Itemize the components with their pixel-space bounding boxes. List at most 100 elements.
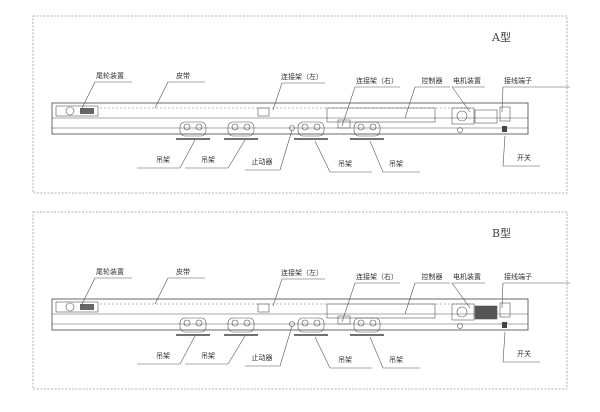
hanger-wheel-icon (369, 123, 377, 131)
hanger-1 (176, 317, 210, 336)
hanger-wheel-icon (313, 319, 321, 327)
hanger-3 (294, 121, 328, 140)
hanger-1 (176, 121, 210, 140)
tail-wheel-tensioner (80, 108, 94, 114)
leader-line (272, 278, 283, 307)
panel-frame (32, 211, 568, 390)
leader-line (154, 81, 169, 109)
leader-line (272, 82, 283, 111)
label-hanger-4: 吊架 (389, 160, 403, 168)
leader-line (154, 277, 169, 305)
hanger-wheel-icon (243, 319, 251, 327)
tail-wheel-icon (65, 106, 75, 116)
leader-line (369, 140, 384, 173)
label-hanger-4: 吊架 (389, 356, 403, 364)
label-tail-wheel: 尾轮装置 (96, 267, 124, 276)
hanger-wheel-icon (357, 123, 365, 131)
hanger-body (353, 317, 381, 333)
hanger-wheel-icon (195, 319, 203, 327)
hanger-wheel-icon (231, 123, 239, 131)
label-stopper: 止动器 (252, 353, 273, 362)
hanger-body (179, 317, 207, 333)
motor-pulley-icon (456, 306, 468, 318)
leader-line (451, 282, 471, 309)
hanger-body (297, 121, 325, 137)
label-controller: 控制器 (422, 76, 443, 85)
hanger-wheel-icon (183, 319, 191, 327)
motor-pulley-icon (456, 110, 468, 122)
connector-left-block (257, 303, 270, 313)
leader-line (502, 135, 506, 167)
hanger-4 (350, 317, 384, 336)
leader-line (179, 139, 196, 169)
hanger-body (227, 317, 255, 333)
panel-a: A型尾轮装置皮带连接架（左）连接架（右）控制器电机装置接线端子吊架吊架止动器吊架… (32, 15, 570, 194)
motor-gearbox (474, 305, 498, 320)
label-belt: 皮带 (176, 267, 190, 276)
label-hanger-1: 吊架 (156, 352, 170, 360)
motor-gearbox (474, 109, 498, 124)
tail-wheel-housing (55, 301, 99, 313)
leader-line (451, 86, 471, 113)
leader-line (227, 335, 246, 365)
leader-line (227, 139, 246, 169)
hanger-wheel-icon (183, 123, 191, 131)
leader-line (404, 86, 416, 119)
label-switch: 开关 (517, 349, 531, 358)
leader-line (79, 277, 96, 309)
leader-line (369, 336, 384, 369)
label-hanger-3: 吊架 (338, 160, 352, 168)
label-terminal: 接线端子 (504, 272, 532, 281)
label-hanger-1: 吊架 (156, 156, 170, 164)
type-label: A型 (491, 30, 511, 44)
hanger-wheel-icon (313, 123, 321, 131)
label-hanger-3: 吊架 (338, 356, 352, 364)
tail-wheel-icon (65, 302, 75, 312)
leader-line (79, 81, 96, 113)
hanger-wheel-icon (195, 123, 203, 131)
hanger-body (353, 121, 381, 137)
tail-wheel-housing (55, 105, 99, 117)
label-connector-left: 连接架（左） (281, 72, 323, 81)
hanger-body (297, 317, 325, 333)
leader-line (501, 282, 504, 309)
leader-line (501, 86, 504, 113)
leader-line (279, 325, 293, 367)
hanger-body (179, 121, 207, 137)
switch-icon (502, 126, 507, 132)
label-connector-left: 连接架（左） (281, 268, 323, 277)
leader-line (341, 282, 356, 323)
stopper-icon-right (457, 127, 463, 133)
leader-line (404, 282, 416, 315)
hanger-wheel-icon (231, 319, 239, 327)
type-label: B型 (492, 226, 511, 240)
tail-wheel-tensioner (80, 304, 94, 310)
label-tail-wheel: 尾轮装置 (96, 71, 124, 80)
leader-line (502, 331, 506, 363)
label-stopper: 止动器 (252, 157, 273, 166)
leader-line (279, 129, 293, 171)
hanger-3 (294, 317, 328, 336)
terminal-block (499, 106, 511, 122)
hanger-wheel-icon (301, 123, 309, 131)
controller-box (326, 303, 436, 319)
label-hanger-2: 吊架 (201, 352, 215, 360)
label-belt: 皮带 (176, 71, 190, 80)
panel-b: B型尾轮装置皮带连接架（左）连接架（右）控制器电机装置接线端子吊架吊架止动器吊架… (32, 211, 570, 390)
label-connector-right: 连接架（右） (356, 76, 398, 85)
hanger-2 (224, 317, 258, 336)
motor-housing (451, 107, 475, 125)
connector-left-block (257, 107, 270, 117)
leader-line (341, 86, 356, 127)
stopper-icon-right (457, 323, 463, 329)
label-controller: 控制器 (422, 272, 443, 281)
label-switch: 开关 (517, 153, 531, 162)
hanger-wheel-icon (301, 319, 309, 327)
label-motor: 电机装置 (453, 272, 481, 281)
panel-frame (32, 15, 568, 194)
switch-icon (502, 322, 507, 328)
label-terminal: 接线端子 (504, 76, 532, 85)
motor-housing (451, 303, 475, 321)
label-hanger-2: 吊架 (201, 156, 215, 164)
